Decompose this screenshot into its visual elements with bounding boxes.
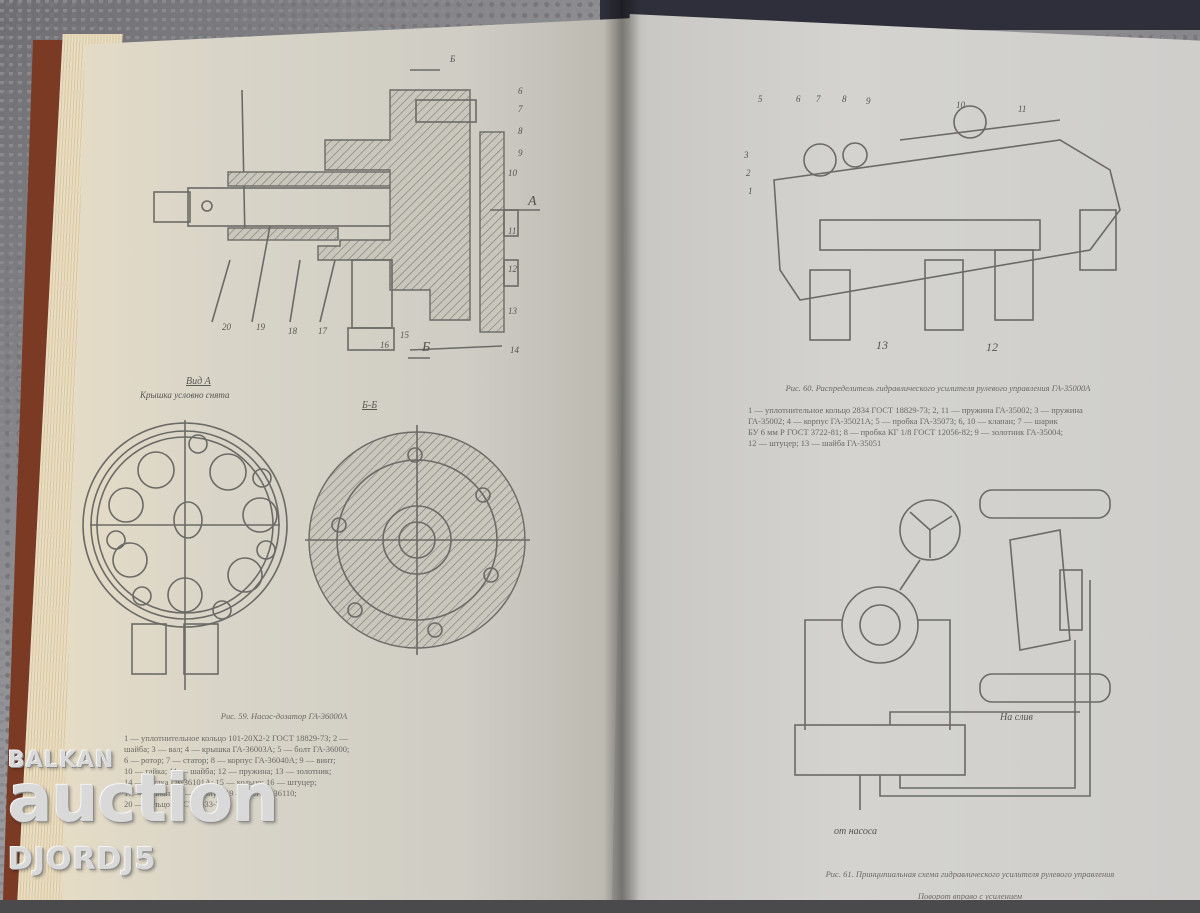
part-label: 10 bbox=[508, 168, 517, 178]
part-label: 9 bbox=[866, 96, 871, 106]
section-marker-b-bottom: Б bbox=[422, 340, 431, 355]
view-a-subtitle: Крышка условно снята bbox=[140, 390, 230, 400]
hydraulic-scheme-drawing bbox=[794, 489, 1111, 810]
part-label: 2 bbox=[746, 168, 751, 178]
view-a-drawing bbox=[82, 420, 288, 690]
part-label: 10 bbox=[956, 100, 965, 110]
section-marker-b-top: Б bbox=[450, 54, 456, 64]
distributor-valve-drawing bbox=[773, 105, 1121, 341]
from-pump-label: от насоса bbox=[834, 826, 878, 837]
section-bb-title: Б-Б bbox=[362, 400, 378, 411]
figure-59-title: Рис. 59. Насос-дозатор ГА-36000А bbox=[220, 711, 348, 721]
part-label: 13 bbox=[876, 338, 888, 352]
part-label: 12 bbox=[986, 340, 998, 354]
part-label: 7 bbox=[518, 104, 523, 114]
part-label: 19 bbox=[256, 322, 265, 332]
part-label: 12 bbox=[508, 264, 517, 274]
figure-60-title: Рис. 60. Распределитель гидравлического … bbox=[785, 383, 1091, 393]
part-label: 6 bbox=[796, 94, 801, 104]
part-label: 15 bbox=[400, 330, 409, 340]
part-label: 14 bbox=[510, 345, 519, 355]
figure-60-caption: Рис. 60. Распределитель гидравлического … bbox=[748, 372, 1128, 449]
part-label: 9 bbox=[518, 148, 523, 158]
figure-61-title: Рис. 61. Принципиальная схема гидравличе… bbox=[825, 869, 1115, 879]
figure-61-subtitle: Поворот вправо с усилением bbox=[917, 891, 1023, 901]
part-label: 8 bbox=[842, 94, 847, 104]
figure-59-body: 1 — уплотнительное кольцо 101-20Х2-2 ГОС… bbox=[124, 733, 350, 809]
part-label: 8 bbox=[518, 126, 523, 136]
part-label: 1 bbox=[748, 186, 753, 196]
part-label: 3 bbox=[744, 150, 749, 160]
part-label: 11 bbox=[1018, 104, 1027, 114]
to-tank-label: На слив bbox=[1000, 712, 1033, 723]
section-bb-drawing bbox=[305, 425, 530, 655]
book-gutter-shadow bbox=[604, 0, 640, 900]
part-label: 16 bbox=[380, 340, 389, 350]
view-a-title: Вид А bbox=[186, 376, 211, 387]
part-label: 13 bbox=[508, 306, 517, 316]
figure-59-caption: Рис. 59. Насос-дозатор ГА-36000А 1 — упл… bbox=[124, 700, 444, 810]
part-label: 20 bbox=[222, 322, 231, 332]
pump-section-drawing bbox=[153, 69, 540, 359]
part-label: 17 bbox=[318, 326, 327, 336]
figure-60-body: 1 — уплотнительное кольцо 2834 ГОСТ 1882… bbox=[748, 405, 1083, 448]
watermark-auction: auction bbox=[8, 760, 279, 837]
watermark-balkan: BALKAN bbox=[8, 748, 115, 773]
part-label: 6 bbox=[518, 86, 523, 96]
part-label: 18 bbox=[288, 326, 297, 336]
part-label: 5 bbox=[758, 94, 763, 104]
watermark-seller: DJORDJ5 bbox=[8, 842, 157, 877]
figure-61-caption: Рис. 61. Принципиальная схема гидравличе… bbox=[790, 858, 1150, 913]
part-label: 7 bbox=[816, 94, 821, 104]
section-marker-a: A bbox=[528, 194, 537, 209]
part-label: 11 bbox=[508, 226, 517, 236]
